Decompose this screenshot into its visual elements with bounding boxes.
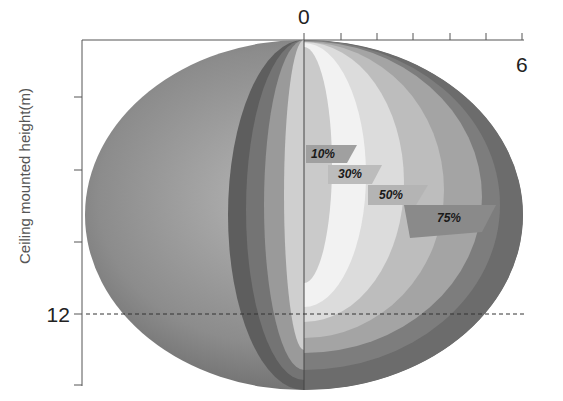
percent-label: 50% [379,189,403,201]
axis-number: 12 [47,304,70,325]
percent-label: 30% [338,168,362,180]
axis-number: 6 [516,54,528,75]
axis-number: 0 [298,6,310,27]
percent-label: 75% [437,212,461,224]
percent-label: 10% [311,148,335,160]
outer-zone [85,40,523,390]
center-line [304,40,305,390]
reference-dashed-line [86,314,524,315]
left-axis [82,40,83,386]
level-tabs [306,145,496,238]
axis-title: Ceiling mounted height(m) [17,88,32,264]
